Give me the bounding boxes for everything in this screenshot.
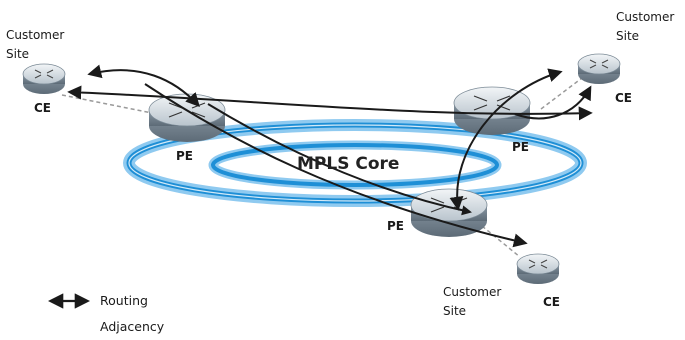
router-ce-bottom xyxy=(516,253,560,284)
ce-label-bottom: CE xyxy=(543,295,561,309)
routing-adjacencies xyxy=(67,64,593,248)
router-ce-right xyxy=(577,53,621,84)
pe-label-right: PE xyxy=(512,140,529,154)
adjacency-pe-left-pe-bottom xyxy=(207,103,472,216)
mpls-core-label: MPLS Core xyxy=(297,154,400,174)
customer-site-label-bottom: Customer Site xyxy=(443,285,502,318)
legend-label-line1: Routing xyxy=(100,293,148,308)
ce-label-left: CE xyxy=(34,101,52,115)
pe-label-bottom: PE xyxy=(387,219,404,233)
pe-label-left: PE xyxy=(176,149,193,163)
adjacency-ce-left-ce-bottom xyxy=(144,83,528,248)
adjacency-ce-right-pe-right xyxy=(514,85,592,120)
router-pe-right xyxy=(453,86,531,135)
adjacency-ce-left-pe-left xyxy=(87,64,200,108)
ce-label-right: CE xyxy=(615,91,633,105)
router-pe-left xyxy=(148,93,226,142)
router-ce-left xyxy=(22,63,66,94)
customer-site-label-left: Customer Site xyxy=(6,28,65,61)
customer-site-label-right: Customer Site xyxy=(616,10,675,43)
legend-label-line2: Adjacency xyxy=(100,319,165,334)
adjacency-pe-right-pe-bottom xyxy=(449,68,563,211)
